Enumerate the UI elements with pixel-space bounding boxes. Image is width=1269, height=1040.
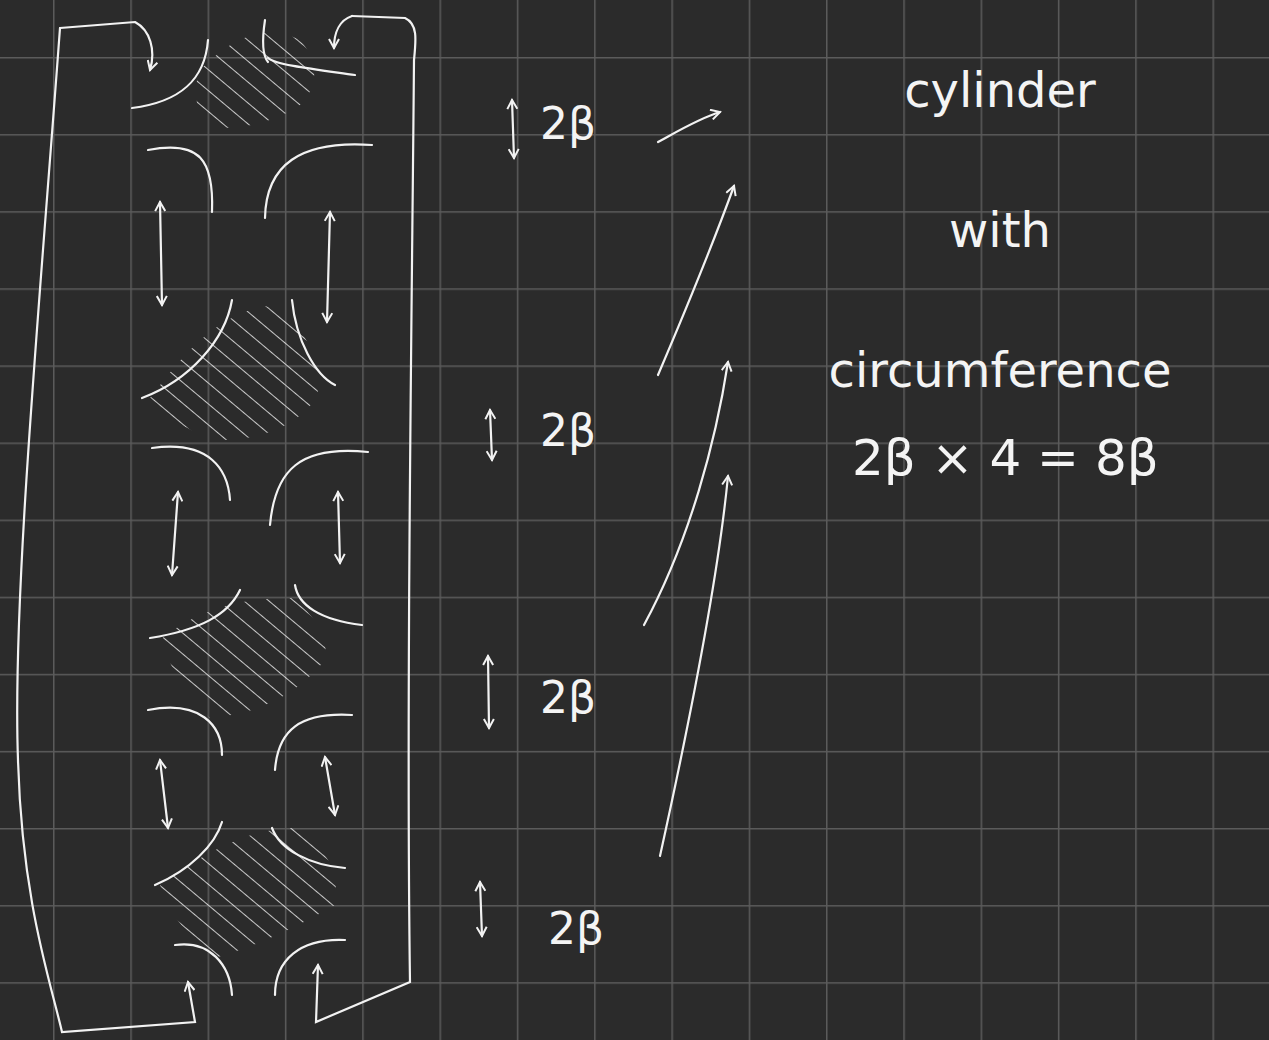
dimension-label: 2β [540,405,596,458]
dimension-arrows [480,100,514,936]
dimension-label: 2β [540,672,596,725]
note-text: cylinder with circumference [760,20,1240,440]
dimension-label: 2β [548,903,604,956]
leader-arrows [644,112,734,856]
dimension-label: 2β [540,98,596,151]
equation-text: 2β × 4 = 8β [852,428,1159,488]
cylinder-strip [17,16,415,1032]
